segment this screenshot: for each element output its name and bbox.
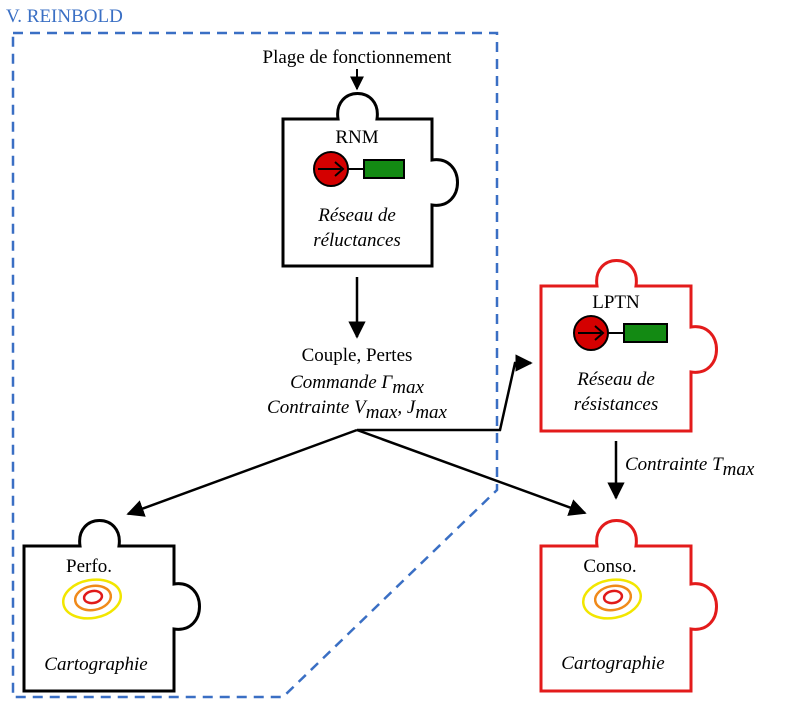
- author-label: V. REINBOLD: [6, 6, 123, 27]
- perfo-caption: Cartographie: [44, 654, 147, 675]
- rnm-source-icon: [313, 151, 405, 187]
- lptn-source-icon: [573, 315, 668, 351]
- arrow-to-lptn: [357, 354, 533, 432]
- conso-block: [539, 519, 718, 693]
- arrow-to-perfo: [126, 428, 358, 517]
- outputs-line1: Couple, Pertes: [302, 345, 413, 366]
- operating-range-label: Plage de fonctionnement: [263, 47, 453, 68]
- perfo-efficiency-map-icon: [62, 578, 122, 620]
- conso-caption: Cartographie: [561, 653, 664, 674]
- author-boundary: [11, 31, 499, 699]
- rnm-caption-line1: Réseau de: [317, 205, 396, 226]
- perfo-title: Perfo.: [66, 556, 112, 577]
- perfo-block: [22, 519, 201, 693]
- lptn-block: [539, 259, 718, 433]
- outputs-line3: Contrainte Vmax, Jmax: [267, 397, 448, 423]
- lptn-caption-line1: Réseau de: [576, 369, 655, 390]
- rnm-caption-line2: réluctances: [313, 230, 401, 251]
- rnm-block: [281, 92, 459, 268]
- conso-efficiency-map-icon: [582, 578, 642, 620]
- conso-title: Conso.: [583, 556, 636, 577]
- lptn-caption-line2: résistances: [574, 394, 658, 415]
- lptn-title: LPTN: [592, 292, 640, 313]
- outputs-line2: Commande Γmax: [290, 372, 424, 398]
- arrow-to-conso: [356, 428, 587, 516]
- rnm-title: RNM: [335, 127, 378, 148]
- thermal-constraint-label: Contrainte Tmax: [625, 454, 755, 480]
